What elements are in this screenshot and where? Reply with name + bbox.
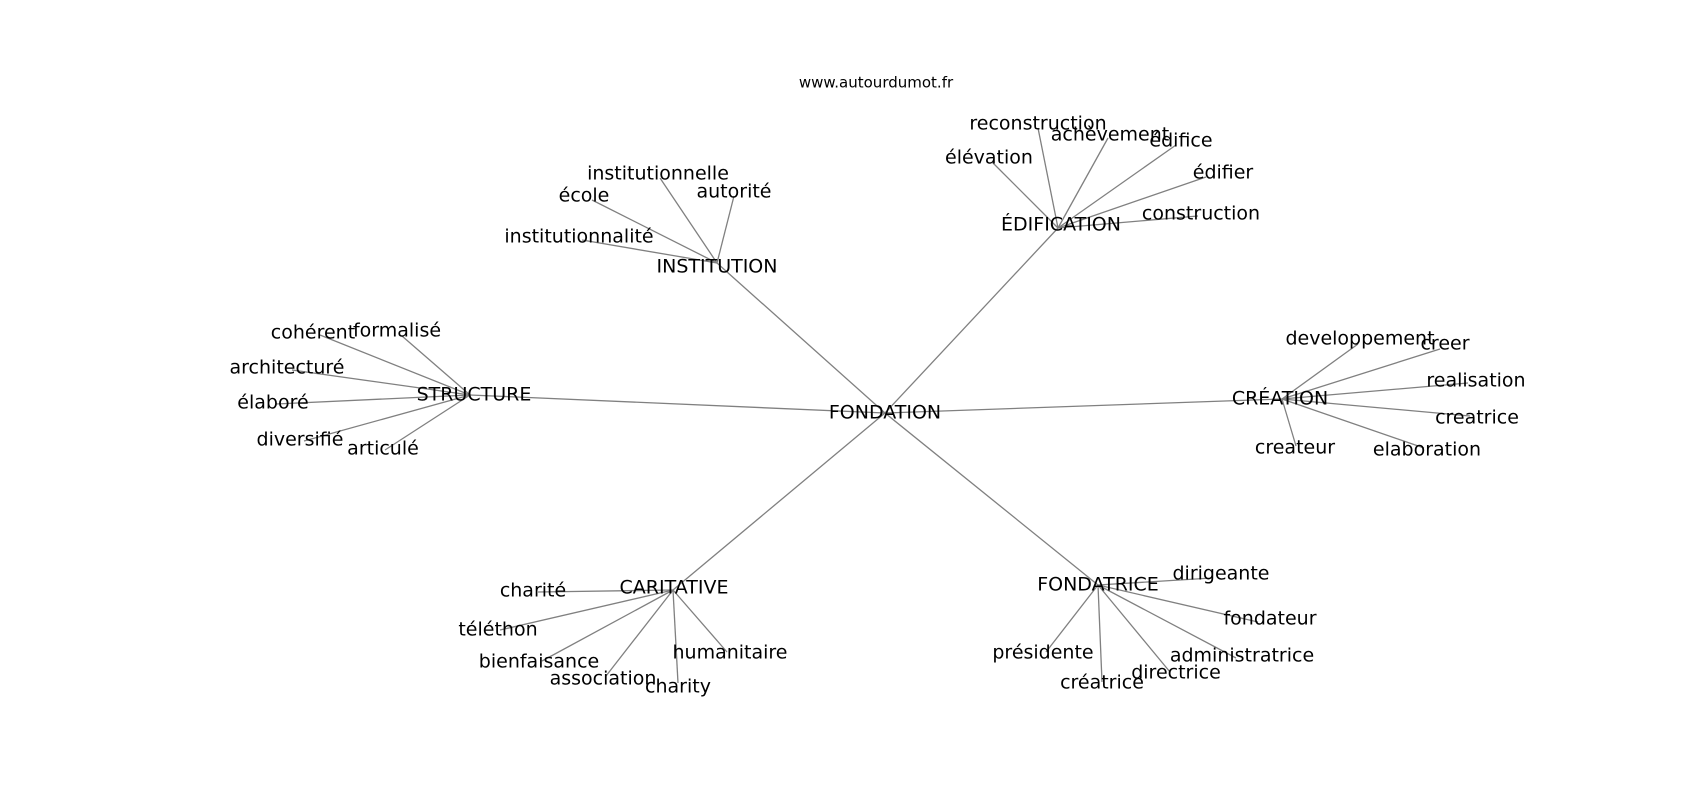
edge-edification-leaf [1057, 144, 1177, 229]
leaf-node-structure[interactable]: diversifié [257, 429, 344, 451]
edge-structure-leaf [291, 369, 471, 396]
edges-layer [275, 127, 1471, 684]
leaf-node-creation[interactable]: creatrice [1435, 407, 1519, 429]
edge-edification-leaf [991, 161, 1059, 229]
leaf-node-creation[interactable]: elaboration [1373, 439, 1481, 461]
edge-creation-leaf [1281, 398, 1297, 447]
leaf-node-edification[interactable]: construction [1142, 203, 1260, 225]
leaf-node-institution[interactable]: institutionnelle [587, 163, 729, 185]
leaf-node-caritative[interactable]: charity [645, 676, 711, 698]
leaf-node-fondatrice[interactable]: présidente [992, 642, 1093, 664]
leaf-node-structure[interactable]: formalisé [353, 320, 441, 342]
leaf-node-fondatrice[interactable]: administratrice [1170, 645, 1314, 667]
edge-fondatrice-leaf [1097, 584, 1103, 683]
leaf-node-edification[interactable]: élévation [945, 147, 1033, 169]
edge-caritative-leaf [672, 589, 728, 653]
edge-creation-leaf [1281, 343, 1359, 400]
leaf-node-edification[interactable]: édifier [1193, 162, 1254, 184]
edge-root-creation [884, 398, 1283, 414]
leaf-node-caritative[interactable]: bienfaisance [479, 651, 599, 673]
edge-institution-leaf [581, 239, 718, 264]
edge-caritative-leaf [537, 589, 674, 593]
edge-root-edification [884, 227, 1059, 414]
leaf-node-structure[interactable]: architecturé [230, 357, 345, 379]
leaf-node-creation[interactable]: creer [1420, 333, 1469, 355]
leaf-node-edification[interactable]: achèvement [1051, 124, 1169, 146]
leaf-node-caritative[interactable]: humanitaire [672, 642, 787, 664]
leaf-node-institution[interactable]: autorité [697, 181, 772, 203]
edge-structure-leaf [275, 394, 471, 405]
cluster-node-structure[interactable]: STRUCTURE [417, 384, 532, 406]
leaf-node-edification[interactable]: édifice [1149, 130, 1212, 152]
edge-structure-leaf [401, 335, 471, 396]
edge-fondatrice-leaf [1097, 577, 1213, 586]
edge-caritative-leaf [672, 589, 679, 684]
edge-fondatrice-leaf [1097, 584, 1259, 623]
edge-creation-leaf [1281, 382, 1469, 400]
edge-fondatrice-leaf [1097, 584, 1237, 659]
edge-root-caritative [672, 412, 886, 591]
cluster-node-creation[interactable]: CRÉATION [1232, 387, 1328, 410]
leaf-node-structure[interactable]: articulé [347, 438, 419, 460]
edge-creation-leaf [1281, 348, 1441, 400]
edge-fondatrice-leaf [1097, 584, 1171, 673]
edge-fondatrice-leaf [1045, 584, 1099, 653]
edge-edification-leaf [1057, 215, 1199, 229]
edge-creation-leaf [1281, 398, 1425, 449]
cluster-node-edification[interactable]: ÉDIFICATION [1001, 213, 1121, 236]
cluster-node-institution[interactable]: INSTITUTION [657, 256, 778, 278]
edge-caritative-leaf [541, 589, 674, 662]
edge-edification-leaf [1037, 127, 1059, 229]
leaf-node-creation[interactable]: realisation [1426, 370, 1525, 392]
leaf-node-fondatrice[interactable]: créatrice [1060, 672, 1144, 694]
leaf-node-structure[interactable]: élaboré [237, 392, 308, 414]
leaf-node-institution[interactable]: école [559, 185, 610, 207]
source-label: www.autourdumot.fr [799, 74, 954, 92]
leaf-node-caritative[interactable]: association [550, 668, 657, 690]
edge-edification-leaf [1057, 137, 1109, 229]
leaf-node-fondatrice[interactable]: dirigeante [1172, 563, 1269, 585]
root-node-label[interactable]: FONDATION [829, 402, 941, 424]
leaf-node-fondatrice[interactable]: fondateur [1223, 608, 1316, 630]
leaf-node-fondatrice[interactable]: directrice [1131, 662, 1221, 684]
edge-root-fondatrice [884, 412, 1099, 586]
leaf-node-creation[interactable]: createur [1255, 437, 1335, 459]
edge-institution-leaf [659, 177, 718, 264]
leaf-node-caritative[interactable]: charité [500, 580, 566, 602]
cluster-node-caritative[interactable]: CARITATIVE [620, 577, 729, 599]
labels-layer: www.autourdumot.fr FONDATIONINSTITUTIONi… [230, 74, 1526, 698]
edge-structure-leaf [319, 334, 471, 396]
edge-structure-leaf [303, 394, 471, 442]
edge-structure-leaf [384, 394, 471, 451]
edge-caritative-leaf [499, 589, 674, 631]
leaf-node-caritative[interactable]: téléthon [458, 619, 537, 641]
edge-caritative-leaf [605, 589, 674, 677]
edge-root-institution [716, 262, 886, 414]
edge-creation-leaf [1281, 398, 1471, 417]
leaf-node-edification[interactable]: reconstruction [969, 113, 1106, 135]
edge-institution-leaf [591, 199, 718, 264]
leaf-node-institution[interactable]: institutionnalité [504, 226, 653, 248]
leaf-node-creation[interactable]: developpement [1285, 328, 1434, 350]
edge-root-structure [469, 394, 886, 414]
leaf-node-structure[interactable]: cohérent [271, 322, 355, 344]
cluster-node-fondatrice[interactable]: FONDATRICE [1037, 574, 1159, 596]
edge-institution-leaf [716, 195, 735, 264]
edge-edification-leaf [1057, 176, 1207, 229]
